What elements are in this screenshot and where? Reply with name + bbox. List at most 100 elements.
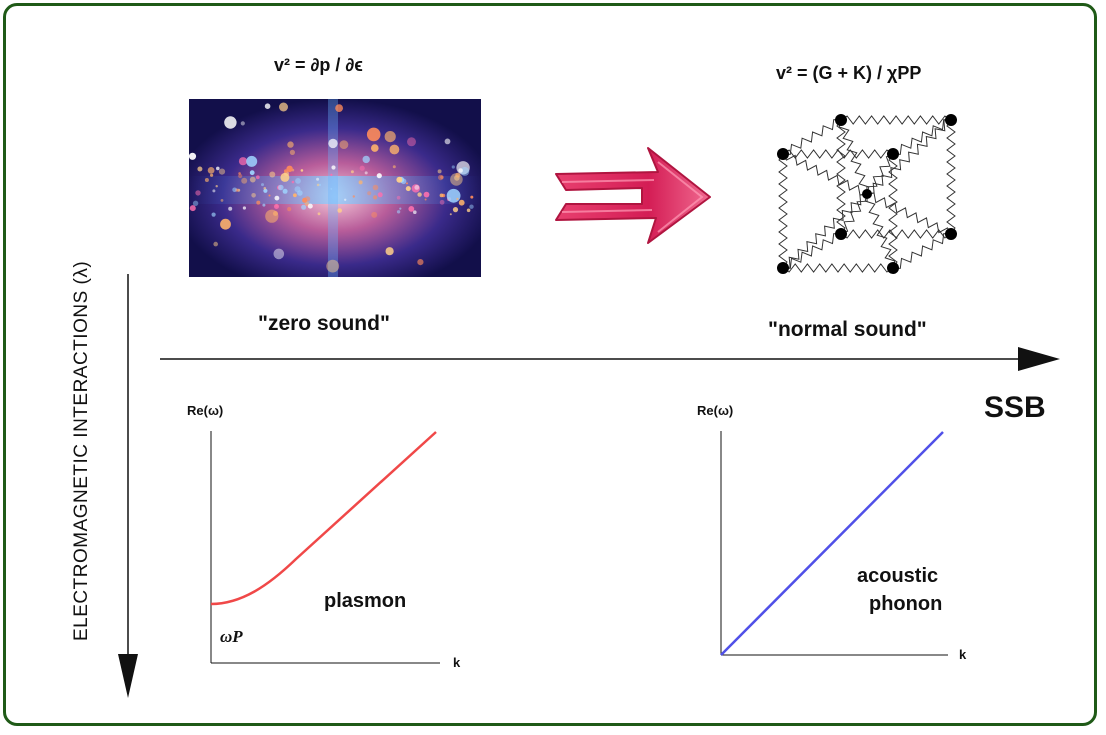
- plasma-particle: [286, 165, 293, 172]
- plasma-particle: [367, 191, 372, 196]
- plasmon-curve: [210, 431, 437, 606]
- plasma-particle: [262, 203, 266, 207]
- plasma-particle: [405, 186, 411, 192]
- lattice-node: [862, 189, 872, 199]
- plasma-particle: [437, 169, 442, 174]
- plasma-particle: [213, 241, 218, 247]
- lattice-node: [945, 114, 957, 126]
- plasma-particle: [192, 200, 199, 206]
- lattice-node: [777, 262, 789, 274]
- plasma-particle: [317, 212, 321, 216]
- plasma-particle: [326, 259, 340, 273]
- cube-edge-spring: [782, 233, 842, 269]
- plasma-particle: [413, 210, 417, 214]
- plasma-particle: [414, 185, 420, 190]
- cube-edge-spring: [892, 233, 952, 269]
- plasma-particle: [458, 199, 465, 206]
- cube-edge-spring: [782, 149, 894, 159]
- plasma-particle: [189, 205, 196, 212]
- plasma-particle: [352, 195, 355, 198]
- plasma-particle: [444, 138, 451, 145]
- plasma-particle: [339, 140, 349, 150]
- plasma-particle: [197, 166, 203, 172]
- plasma-particle: [282, 188, 288, 194]
- plasma-particle: [289, 149, 295, 155]
- plasma-particle: [274, 195, 280, 201]
- diagram-canvas: v² = ∂p / ∂ϵ v² = (G + K) / χPP "zero so…: [71, 55, 1060, 698]
- cube-diagonal-spring: [866, 119, 952, 195]
- plasmon-y-label: Re(ω): [187, 403, 223, 418]
- plasma-particle: [207, 167, 215, 174]
- plasma-particle: [238, 173, 243, 179]
- plasma-particle: [366, 127, 381, 142]
- plasma-particle: [295, 178, 301, 184]
- plasma-particle: [469, 204, 474, 209]
- plasma-particle: [396, 176, 403, 183]
- plasma-particle: [291, 180, 295, 184]
- plasma-particle: [411, 184, 420, 193]
- cube-diagonal-spring: [782, 193, 868, 269]
- plasma-particle: [318, 183, 322, 187]
- plasma-particle: [188, 152, 197, 160]
- plasma-particle: [195, 190, 201, 196]
- plasma-frequency-label: ωP: [220, 627, 243, 646]
- plasma-particle: [331, 165, 336, 170]
- plasma-particle: [240, 121, 245, 126]
- cube-edge-spring: [946, 119, 956, 235]
- cube-edge-spring: [778, 153, 788, 269]
- plasma-particle: [220, 218, 231, 230]
- zero-sound-caption: "zero sound": [258, 312, 390, 335]
- plasma-particle: [362, 155, 370, 164]
- plasma-particle: [255, 175, 260, 180]
- plasma-particle: [417, 192, 422, 197]
- lattice-node: [835, 114, 847, 126]
- cube-edge-spring: [888, 153, 898, 269]
- cube-edge-spring: [840, 115, 952, 125]
- em-interactions-label: ELECTROMAGNETIC INTERACTIONS (λ): [71, 261, 92, 641]
- plasma-particle: [269, 171, 276, 178]
- ssb-axis-arrow: [160, 347, 1060, 371]
- normal-sound-caption: "normal sound": [768, 318, 927, 341]
- phonon-curve: [720, 431, 944, 656]
- plasma-particle: [261, 183, 264, 187]
- plasma-particle: [301, 204, 307, 210]
- ssb-label: SSB: [984, 391, 1046, 424]
- plasma-particle: [399, 207, 402, 210]
- plasmon-label: plasmon: [324, 590, 406, 612]
- plasma-particle: [440, 175, 444, 179]
- lattice-node: [777, 148, 789, 160]
- plasma-particle: [392, 165, 396, 169]
- plasma-particle: [249, 170, 255, 176]
- plasma-particle: [451, 165, 455, 169]
- plasma-particle: [212, 189, 216, 193]
- phonon-plot: [720, 431, 948, 656]
- acoustic-label: acoustic: [857, 565, 938, 587]
- plasma-particle: [273, 248, 285, 260]
- plasma-particle: [220, 199, 224, 202]
- lattice-node: [887, 148, 899, 160]
- plasma-particle: [330, 187, 333, 190]
- plasma-particle: [364, 171, 368, 175]
- plasma-particle: [335, 104, 343, 112]
- plasma-particle: [423, 191, 430, 198]
- plasma-particle: [396, 195, 401, 200]
- cube-edge-spring: [782, 119, 842, 155]
- plasma-particle: [274, 204, 279, 209]
- plasma-particle: [238, 157, 248, 166]
- right-equation: v² = (G + K) / χPP: [776, 63, 921, 83]
- plasmon-plot: [210, 431, 440, 664]
- cube-edge-spring: [836, 119, 846, 235]
- plasma-particle: [408, 206, 415, 212]
- plasma-particle: [228, 206, 233, 211]
- plasmon-x-label: k: [453, 655, 461, 670]
- plasma-particle: [452, 207, 459, 213]
- plasma-particle: [466, 208, 471, 213]
- plasma-particle: [279, 102, 288, 112]
- plasma-particle: [241, 177, 248, 184]
- cube-edge-spring: [840, 229, 952, 239]
- plasma-particle: [210, 173, 214, 177]
- plasma-particle: [470, 195, 474, 199]
- plasma-particle: [328, 138, 338, 149]
- plasma-particle: [268, 194, 271, 197]
- plasma-particle: [385, 247, 394, 256]
